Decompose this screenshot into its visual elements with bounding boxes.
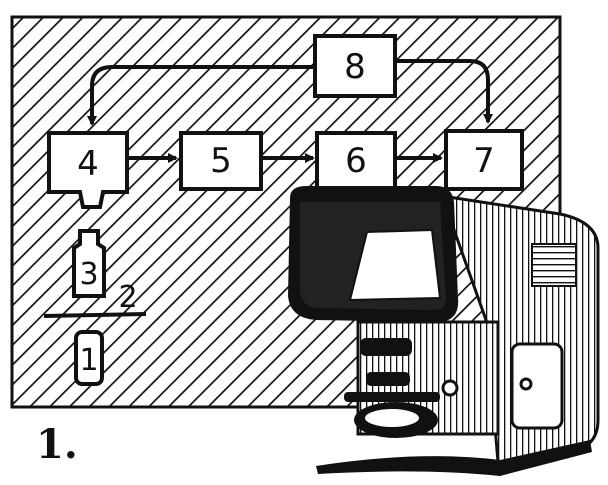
connection-lines	[43, 59, 493, 318]
block-7-label: 7	[473, 141, 495, 181]
connector-8-to-4	[87, 65, 315, 126]
block-7: 7	[444, 129, 524, 191]
block-1: 1	[74, 330, 104, 386]
figure-caption: 1.	[36, 421, 78, 468]
block-5-label: 5	[210, 141, 232, 181]
connector-8-to-7	[397, 59, 493, 124]
block-8-label: 8	[344, 47, 366, 87]
line-2	[43, 312, 147, 318]
block-4-label: 4	[77, 144, 99, 184]
block-3-label: 3	[79, 257, 98, 292]
block-6: 6	[315, 131, 397, 191]
block-5: 5	[179, 131, 263, 191]
spindle-icon	[441, 379, 459, 397]
screen-face	[348, 228, 442, 302]
block-6-label: 6	[345, 141, 367, 181]
block-3: 3	[72, 229, 106, 298]
block-4: 4	[47, 131, 129, 209]
block-1-label: 1	[79, 343, 98, 378]
label-2: 2	[118, 280, 137, 315]
block-8: 8	[313, 34, 397, 98]
knob-icon	[519, 377, 533, 391]
device-illustration	[288, 186, 600, 476]
vent-grille-icon	[531, 243, 577, 287]
